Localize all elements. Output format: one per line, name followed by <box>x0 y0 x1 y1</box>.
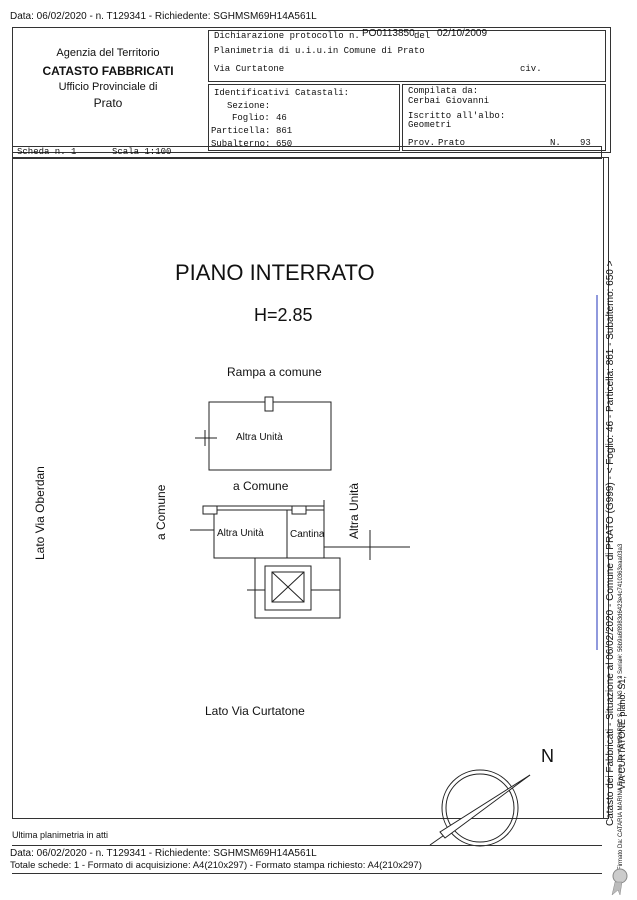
plan-title: PIANO INTERRATO <box>175 260 375 285</box>
agency-catasto: CATASTO FABBRICATI <box>42 64 174 78</box>
top-stamp: Data: 06/02/2020 - n. T129341 - Richiede… <box>10 11 317 22</box>
lift-block <box>254 557 341 619</box>
frame-right-edge <box>600 157 609 819</box>
particella-value: 861 <box>276 126 293 136</box>
rampa-label: Rampa a comune <box>227 365 322 379</box>
subalterno-value: 650 <box>276 139 293 149</box>
identifiers-title: Identificativi Catastali: <box>214 88 350 98</box>
lato-curtatone: Lato Via Curtatone <box>205 704 305 718</box>
footer-totale: Totale schede: 1 - Formato di acquisizio… <box>10 860 422 871</box>
prov-value: Prato <box>438 138 466 148</box>
altra-unita-top: Altra Unità <box>236 432 283 443</box>
a-comune-horizontal: a Comune <box>233 479 289 493</box>
identifiers-box <box>208 84 400 151</box>
date-label: del <box>414 31 431 41</box>
subalterno-label: Subalterno: <box>211 139 271 149</box>
address-text: Via Curtatone <box>214 64 285 74</box>
n-label: N. <box>550 138 561 148</box>
footer-stamp: Data: 06/02/2020 - n. T129341 - Richiede… <box>10 848 317 859</box>
header-frame <box>12 27 611 153</box>
ultima-planimetria: Ultima planimetria in atti <box>12 830 109 840</box>
agency-office: Ufficio Provinciale di <box>58 81 158 93</box>
cantina-label: Cantina <box>290 529 325 540</box>
door-top <box>264 396 274 412</box>
registered-value: Geometri <box>408 120 452 130</box>
scheda-label: Scheda n. 1 <box>17 147 77 157</box>
civ-label: civ. <box>520 64 542 74</box>
compiled-box <box>402 84 606 151</box>
protocol-label: Dichiarazione protocollo n. <box>214 31 360 41</box>
sezione-label: Sezione: <box>227 101 271 111</box>
foglio-label: Foglio: <box>232 113 270 123</box>
altra-unita-left: Altra Unità <box>217 528 264 539</box>
drawing-frame <box>12 157 604 819</box>
footer-bottom-line <box>12 873 602 874</box>
date-value: 02/10/2009 <box>437 28 488 39</box>
registered-label: Iscritto all'albo: <box>408 111 506 121</box>
particella-label: Particella: <box>211 126 271 136</box>
declaration-box <box>208 30 606 82</box>
foglio-value: 46 <box>276 113 287 123</box>
scala-label: Scala 1:100 <box>112 147 172 157</box>
agency-city: Prato <box>93 96 123 110</box>
footer-divider <box>12 845 602 846</box>
agency-name: Agenzia del Territorio <box>56 47 160 59</box>
protocol-value: PO0113850 <box>362 28 415 39</box>
scheda-strip <box>12 146 602 159</box>
compiled-label: Compilata da: <box>408 86 479 96</box>
n-value: 93 <box>580 138 591 148</box>
north-label: N <box>541 746 554 766</box>
plan-height: H=2.85 <box>254 305 313 325</box>
prov-label: Prov. <box>408 138 436 148</box>
compiled-name: Cerbai Giovanni <box>408 96 490 106</box>
plan-title-text: Planimetria di u.i.u.in Comune di Prato <box>214 46 425 56</box>
